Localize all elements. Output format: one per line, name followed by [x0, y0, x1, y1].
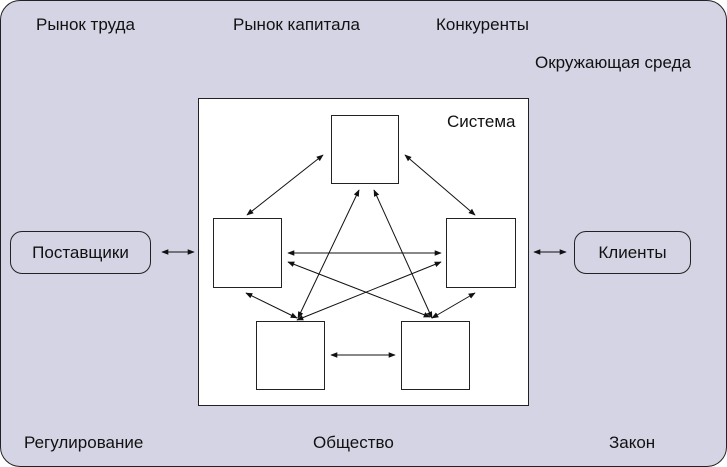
system-node-bottom-left — [256, 321, 325, 390]
factor-capital-market: Рынок капитала — [233, 15, 360, 34]
arrow-top-bottomright — [373, 189, 433, 319]
clients-box: Клиенты — [574, 231, 691, 274]
arrow-top-right — [404, 154, 476, 216]
system-node-left — [213, 218, 282, 288]
arrow-left-bottomleft — [245, 292, 298, 319]
suppliers-label: Поставщики — [32, 242, 129, 262]
factor-competitors: Конкуренты — [436, 15, 529, 34]
factor-law: Закон — [609, 433, 656, 452]
clients-label: Клиенты — [598, 242, 667, 262]
arrow-left-bottomright — [287, 261, 431, 318]
arrow-top-left — [246, 154, 324, 216]
arrow-top-bottomleft — [297, 189, 360, 319]
factor-society: Общество — [313, 433, 394, 452]
system-node-right — [446, 218, 516, 288]
suppliers-box: Поставщики — [10, 231, 151, 274]
system-title: Система — [447, 112, 516, 131]
system-node-top — [331, 115, 399, 184]
arrow-right-bottomright — [431, 292, 476, 319]
factor-regulation: Регулирование — [24, 433, 144, 452]
system-node-bottom-right — [401, 321, 470, 390]
environment-title: Окружающая среда — [535, 53, 691, 72]
factor-labor-market: Рынок труда — [36, 15, 135, 34]
